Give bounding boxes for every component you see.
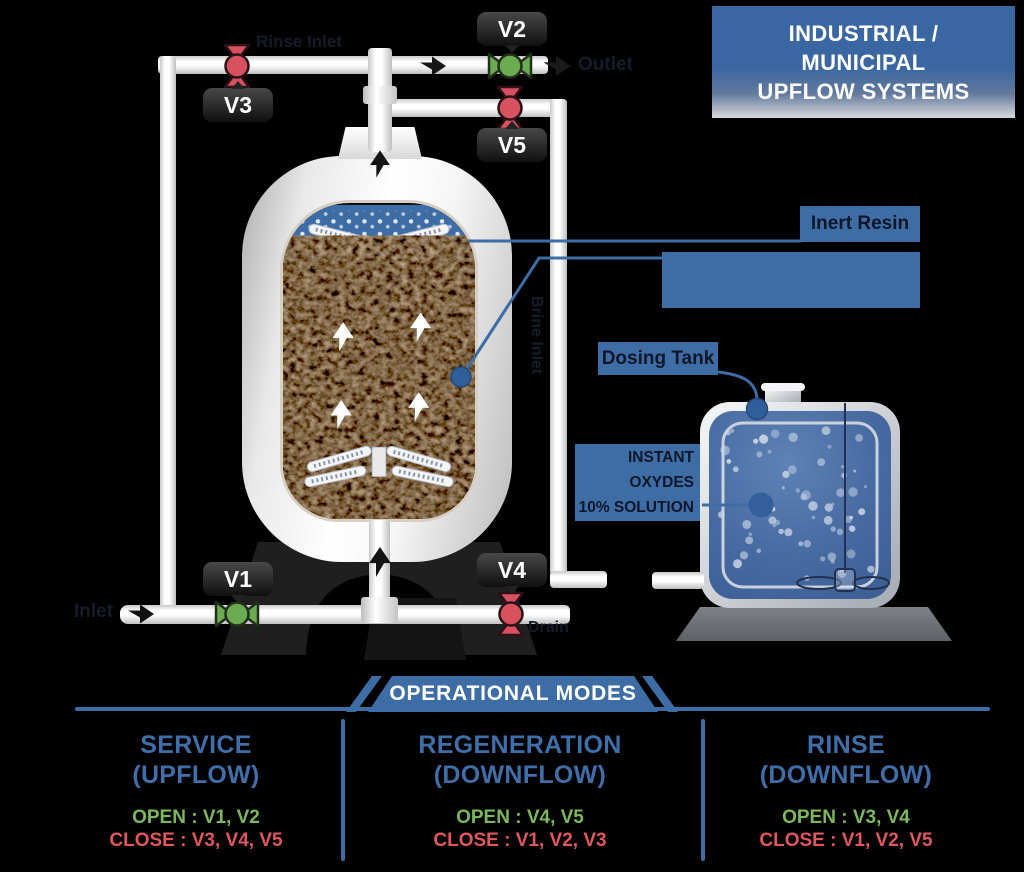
dosing-tank (700, 383, 900, 608)
dosing-tank-label: Dosing Tank (598, 342, 718, 375)
mode-flow: (DOWNFLOW) (759, 761, 933, 789)
rinse-inlet-label: Rinse Inlet (256, 32, 342, 51)
instant-oxydes-label: INSTANT OXYDES 10% SOLUTION (575, 444, 702, 521)
brine-top-pipe (380, 99, 567, 117)
outlet-label: Outlet (578, 54, 633, 75)
mode-close-valves: CLOSE : V3, V4, V5 (109, 830, 283, 851)
inlet-label: Inlet (74, 601, 114, 622)
valve-v5-tag: V5 (477, 121, 547, 162)
column-divider-2 (701, 719, 705, 861)
tank-bottom-flange (361, 597, 398, 623)
mode-open-valves: OPEN : V3, V4 (782, 807, 910, 828)
oxydes-line-1: INSTANT (627, 449, 694, 466)
valve-v2-tag: V2 (477, 12, 547, 53)
dosing-solution (709, 411, 891, 599)
inert-resin-text: Inert Resin (810, 213, 910, 234)
oxydes-line-3: 10% SOLUTION (578, 499, 694, 516)
left-riser-pipe (160, 56, 176, 624)
mode-name: RINSE (807, 731, 885, 759)
vessel-interior (283, 204, 475, 518)
banner-text: OPERATIONAL MODES (389, 682, 637, 705)
mode-column-rinse: RINSE (DOWNFLOW) OPEN : V3, V4 CLOSE : V… (708, 730, 984, 852)
operational-modes-banner: OPERATIONAL MODES (368, 676, 658, 712)
mode-name: SERVICE (140, 731, 252, 759)
inert-resin-label: Inert Resin (800, 206, 920, 242)
dosing-injection-dot (745, 397, 769, 421)
mode-flow: (DOWNFLOW) (433, 761, 607, 789)
mode-open-valves: OPEN : V1, V2 (132, 807, 260, 828)
mode-name: REGENERATION (418, 731, 622, 759)
brine-inlet-pipe (550, 99, 567, 575)
dosing-label-connector (705, 369, 759, 400)
brine-elbow-pipe (550, 571, 607, 588)
title-line-2: MUNICIPAL (801, 50, 926, 75)
column-divider-1 (341, 719, 345, 861)
mode-close-valves: CLOSE : V1, V2, V5 (759, 830, 933, 851)
title-box: INDUSTRIAL / MUNICIPAL UPFLOW SYSTEMS (712, 6, 1015, 118)
solution-bubbles (718, 426, 875, 581)
valve-v4-tag: V4 (477, 553, 547, 594)
tank-top-flange (363, 86, 397, 104)
title-line-3: UPFLOW SYSTEMS (757, 79, 970, 104)
mode-close-valves: CLOSE : V1, V2, V3 (433, 830, 607, 851)
oxydes-line-2: OXYDES (629, 474, 694, 491)
dosing-tank-text: Dosing Tank (601, 347, 715, 369)
dosing-suction-pipe (652, 572, 704, 589)
dosing-tank-platform (676, 607, 952, 641)
title-line-1: INDUSTRIAL / (788, 21, 939, 46)
mode-column-service: SERVICE (UPFLOW) OPEN : V1, V2 CLOSE : V… (60, 730, 332, 852)
vessel-window (280, 200, 478, 522)
dosing-tank-cap (761, 383, 805, 405)
brine-inlet-label: Brine Inlet (528, 296, 545, 375)
rinse-outlet-pipe (158, 56, 548, 74)
valve-v3-tag: V3 (203, 81, 273, 122)
mode-column-regeneration: REGENERATION (DOWNFLOW) OPEN : V4, V5 CL… (352, 730, 688, 852)
mixer-icon (796, 403, 890, 592)
drain-label: Drain (528, 619, 569, 636)
mode-open-valves: OPEN : V4, V5 (456, 807, 584, 828)
dosing-tank-shell (700, 402, 900, 608)
valve-v1-tag: V1 (203, 562, 273, 603)
mode-flow: (UPFLOW) (132, 761, 260, 789)
media-callout-box (662, 252, 920, 308)
solution-dot (748, 492, 774, 518)
